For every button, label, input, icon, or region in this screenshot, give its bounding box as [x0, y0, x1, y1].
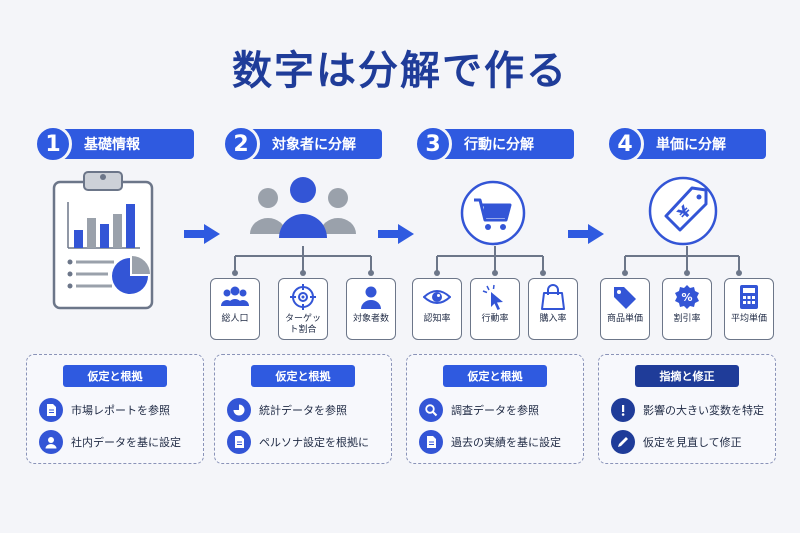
step-3-label: 行動に分解	[438, 129, 574, 159]
target-icon	[290, 284, 316, 310]
card-row-text: 統計データを参照	[259, 404, 347, 417]
sub-item-label: 総人口	[221, 314, 249, 324]
step-2-column: 2 対象者に分解 総人口 ターゲット割合	[208, 0, 398, 533]
clipboard-chart-icon	[52, 170, 154, 314]
card-row: ペルソナ設定を根拠に	[227, 430, 369, 454]
shopping-cart-icon	[460, 180, 526, 250]
sub-item-awareness-rate: 認知率	[412, 278, 462, 340]
sub-item-label: 購入率	[539, 314, 567, 324]
search-icon	[419, 398, 443, 422]
card-row-text: 影響の大きい変数を特定	[643, 404, 764, 417]
sub-item-target-count: 対象者数	[346, 278, 396, 340]
document-icon	[227, 430, 251, 454]
card-row-text: 過去の実績を基に設定	[451, 436, 561, 449]
card-row-text: 仮定を見直して修正	[643, 436, 742, 449]
person-icon	[361, 286, 381, 309]
cursor-click-icon	[482, 284, 503, 310]
arrow-right-icon	[182, 222, 222, 246]
percent-badge-icon: %	[675, 285, 699, 309]
step-2-label: 対象者に分解	[246, 129, 382, 159]
shopping-bag-icon	[541, 284, 565, 310]
exclamation-icon	[611, 398, 635, 422]
sub-item-label: ターゲット割合	[284, 314, 321, 335]
card-badge: 指摘と修正	[635, 365, 739, 387]
card-row-text: 市場レポートを参照	[71, 404, 170, 417]
assumption-card-3: 仮定と根拠 調査データを参照 過去の実績を基に設定	[406, 354, 584, 464]
sub-item-label: 割引率	[673, 314, 701, 324]
sub-item-label: 対象者数	[352, 314, 389, 324]
card-row: 市場レポートを参照	[39, 398, 170, 422]
step-4-column: 4 単価に分解 ¥ 商品単価 % 割引率 平	[592, 0, 782, 533]
card-badge: 仮定と根拠	[251, 365, 355, 387]
card-row: 社内データを基に設定	[39, 430, 181, 454]
sub-item-target-ratio: ターゲット割合	[278, 278, 328, 340]
document-icon	[39, 398, 63, 422]
card-badge: 仮定と根拠	[443, 365, 547, 387]
step-2-number: 2	[222, 125, 260, 163]
step-3-number: 3	[414, 125, 452, 163]
document-icon	[419, 430, 443, 454]
step-4-header: 4 単価に分解	[606, 125, 766, 163]
card-row-text: 調査データを参照	[451, 404, 539, 417]
price-tag-icon	[614, 287, 636, 309]
sub-item-action-rate: 行動率	[470, 278, 520, 340]
sub-item-label: 平均単価	[730, 314, 767, 324]
card-row: 統計データを参照	[227, 398, 347, 422]
step-4-label: 単価に分解	[630, 129, 766, 159]
sub-item-label: 認知率	[423, 314, 451, 324]
assumption-card-2: 仮定と根拠 統計データを参照 ペルソナ設定を根拠に	[214, 354, 392, 464]
page-title: 数字は分解で作る	[232, 48, 568, 94]
card-row-text: 社内データを基に設定	[71, 436, 181, 449]
correction-card-4: 指摘と修正 影響の大きい変数を特定 仮定を見直して修正	[598, 354, 776, 464]
step-1-column: 1 基礎情報 仮定と根拠 市場レポートを参照	[20, 0, 210, 533]
pencil-icon	[611, 430, 635, 454]
sub-item-total-population: 総人口	[210, 278, 260, 340]
sub-item-label: 行動率	[481, 314, 509, 324]
sub-item-unit-price: 商品単価	[600, 278, 650, 340]
card-row: 調査データを参照	[419, 398, 539, 422]
step-1-number: 1	[34, 125, 72, 163]
card-row: 過去の実績を基に設定	[419, 430, 561, 454]
yen-price-tag-icon: ¥	[648, 176, 718, 250]
eye-icon	[423, 290, 451, 304]
person-icon	[39, 430, 63, 454]
arrow-right-icon	[566, 222, 606, 246]
branch-connector	[622, 246, 742, 276]
card-row: 仮定を見直して修正	[611, 430, 742, 454]
assumption-card-1: 仮定と根拠 市場レポートを参照 社内データを基に設定	[26, 354, 204, 464]
percent-symbol: %	[681, 291, 692, 304]
arrow-right-icon	[376, 222, 416, 246]
pie-chart-icon	[227, 398, 251, 422]
card-row-text: ペルソナ設定を根拠に	[259, 436, 369, 449]
group-icon	[221, 286, 249, 306]
calculator-icon	[740, 285, 758, 309]
sub-item-purchase-rate: 購入率	[528, 278, 578, 340]
sub-item-average-price: 平均単価	[724, 278, 774, 340]
sub-item-discount-rate: % 割引率	[662, 278, 712, 340]
step-1-header: 1 基礎情報	[34, 125, 194, 163]
step-3-column: 3 行動に分解 認知率 行動率 購入率	[400, 0, 590, 533]
branch-connector	[232, 246, 374, 276]
card-row: 影響の大きい変数を特定	[611, 398, 764, 422]
step-2-header: 2 対象者に分解	[222, 125, 382, 163]
card-badge: 仮定と根拠	[63, 365, 167, 387]
sub-item-label: 商品単価	[606, 314, 643, 324]
people-group-icon	[248, 176, 358, 242]
step-3-header: 3 行動に分解	[414, 125, 574, 163]
step-1-label: 基礎情報	[58, 129, 194, 159]
branch-connector	[434, 246, 546, 276]
step-4-number: 4	[606, 125, 644, 163]
